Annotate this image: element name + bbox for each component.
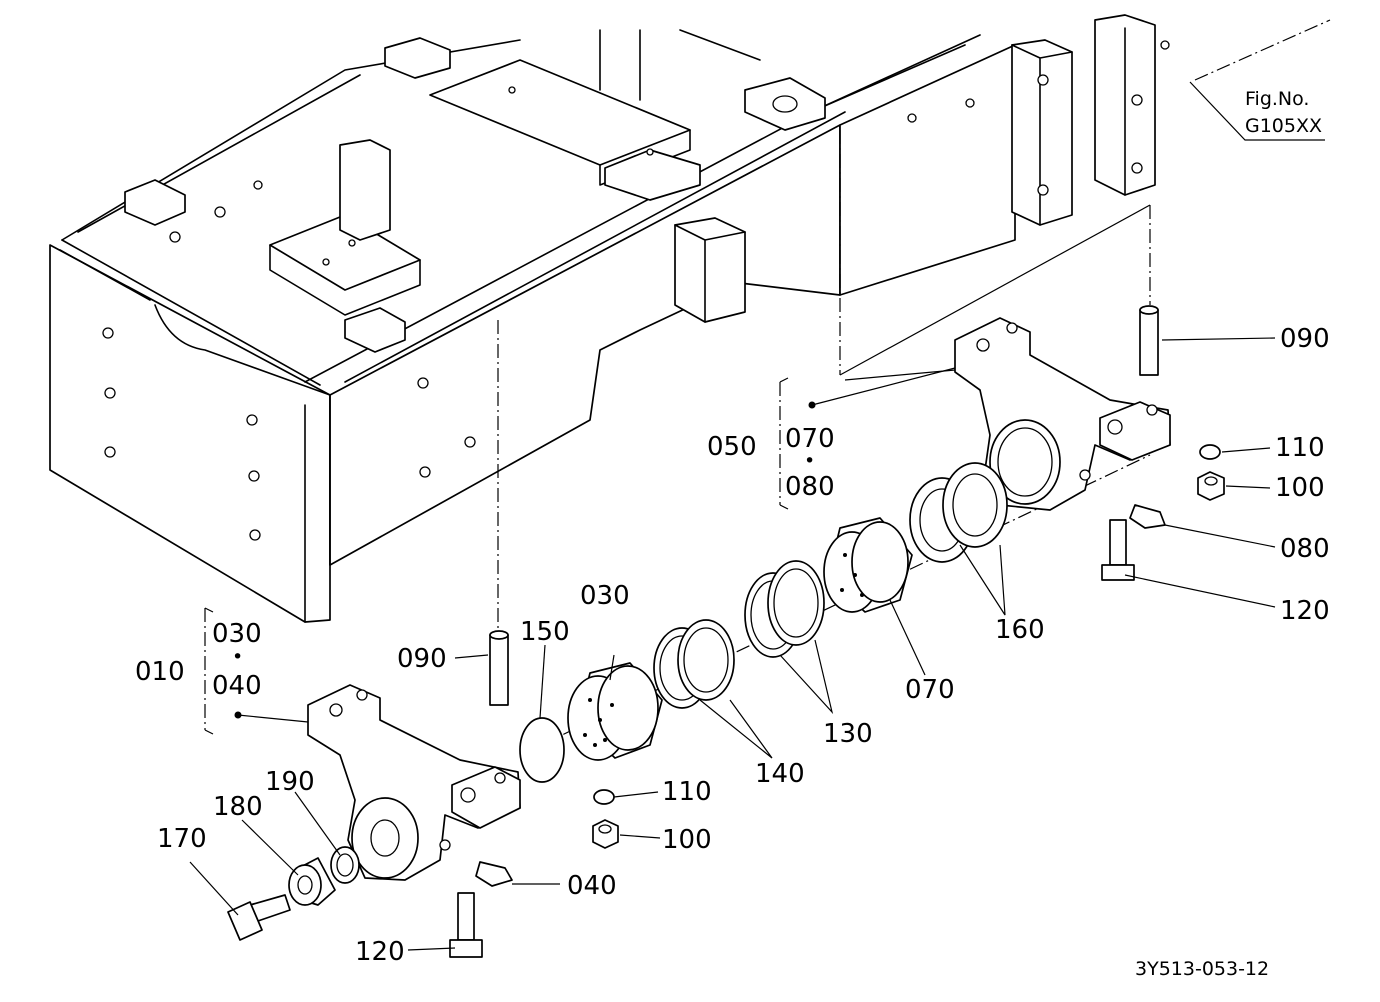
fig-ref-code: G105XX [1245,115,1322,137]
callout-110-right: 110 [1275,433,1325,463]
cap-150 [519,717,565,783]
washers-160 [909,462,1008,563]
right-bracket-050 [954,317,1171,511]
figure-reference: Fig.No. G105XX [1245,88,1322,137]
rings-140 [653,619,735,709]
group-left-sub-top: 030 [212,619,262,649]
callout-100-right: 100 [1275,473,1325,503]
group-dot-right [808,401,816,409]
group-left-sub-bottom: 040 [212,671,262,701]
bolt-170 [227,894,291,941]
callout-090-left: 090 [397,644,447,674]
callout-110-left: 110 [662,777,712,807]
bushing-070 [823,517,913,613]
group-right-sub-top: 070 [785,424,835,454]
callout-030: 030 [580,581,630,611]
callout-140: 140 [755,759,805,789]
callout-170: 170 [157,824,207,854]
callout-090-right: 090 [1280,324,1330,354]
callout-100-left: 100 [662,825,712,855]
group-dot-left [234,711,242,719]
callout-190: 190 [265,767,315,797]
drawing-code: 3Y513-053-12 [1135,958,1269,980]
bushing-030 [567,662,663,761]
group-label-right: 050 070 • 080 [707,424,835,502]
callout-080: 080 [1280,534,1330,564]
group-right-main: 050 [707,432,757,462]
callout-150: 150 [520,617,570,647]
callout-070: 070 [905,675,955,705]
fig-ref-label: Fig.No. [1245,88,1309,110]
nut-100-right [1197,471,1225,501]
rings-130 [744,560,825,658]
stud-bolt-090-right [1139,305,1159,376]
left-bracket-010 [307,684,521,881]
bolt-120-left [449,892,483,958]
group-left-main: 010 [135,657,185,687]
grease-nipple-080 [1129,504,1166,529]
callout-130: 130 [823,719,873,749]
stud-bolt-090-left [489,630,509,706]
tractor-frame [49,14,1170,623]
callout-120-right: 120 [1280,596,1330,626]
callout-180: 180 [213,792,263,822]
group-left-sep: • [232,646,243,668]
nut-100-left [592,819,619,849]
lock-washer-110-left [593,789,615,805]
leader-lines [189,81,1325,951]
grease-nipple-040 [475,861,513,887]
lock-washer-110-right [1199,444,1221,460]
group-right-sub-bottom: 080 [785,472,835,502]
callout-040: 040 [567,871,617,901]
spacer-180 [288,857,336,906]
washer-190 [330,846,360,884]
callout-160: 160 [995,615,1045,645]
group-right-sep: • [804,450,815,472]
group-label-left: 010 030 • 040 [135,619,262,701]
callout-120-left: 120 [355,937,405,967]
bolt-120-right [1101,519,1135,581]
